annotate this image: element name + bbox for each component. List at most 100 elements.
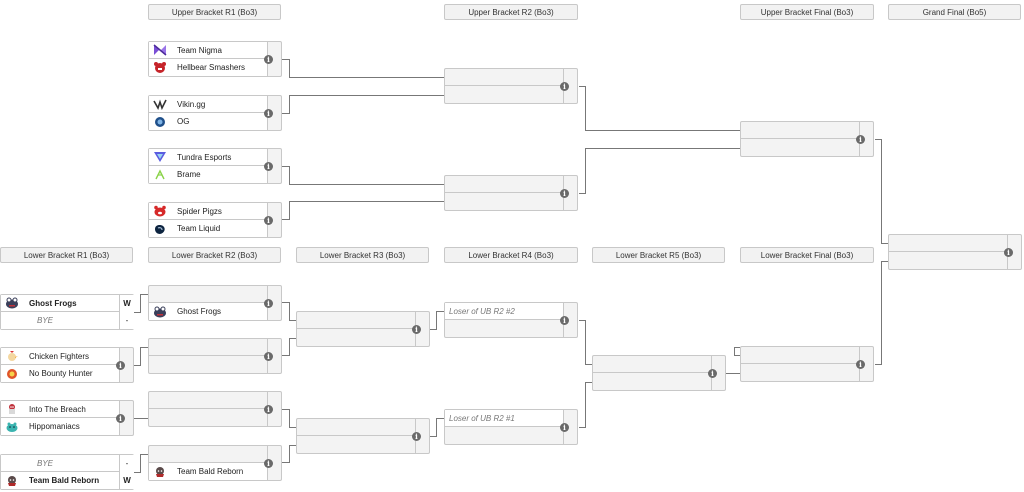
match-info-icon[interactable]: i [412, 325, 421, 334]
team-slot[interactable] [445, 320, 563, 337]
match-info-icon[interactable]: i [264, 459, 273, 468]
match-info-icon[interactable]: i [708, 369, 717, 378]
match-lb-r5[interactable]: i [592, 355, 726, 391]
team-slot[interactable] [741, 364, 859, 381]
team-slot[interactable] [149, 392, 267, 409]
spider-pigzs-logo-icon [153, 205, 167, 217]
team-slot[interactable]: Team Bald Reborn [149, 463, 267, 480]
match-lb-r2-1[interactable]: Ghost Frogs i [148, 285, 282, 321]
match-lb-r1-1[interactable]: Ghost Frogs W BYE - [0, 294, 134, 330]
team-name: Spider Pigzs [177, 206, 222, 216]
match-info-icon[interactable]: i [264, 299, 273, 308]
team-slot[interactable]: Brame [149, 166, 267, 183]
match-lb-r4-2[interactable]: Loser of UB R2 #1 i [444, 409, 578, 445]
header-lb-final: Lower Bracket Final (Bo3) [740, 247, 874, 263]
team-slot[interactable]: No Bounty Hunter [1, 365, 119, 382]
match-info-icon[interactable]: i [1004, 248, 1013, 257]
team-slot[interactable]: Hippomaniacs [1, 418, 119, 435]
match-ub-r1-4[interactable]: Spider Pigzs Team Liquid i [148, 202, 282, 238]
match-lb-final[interactable]: i [740, 346, 874, 382]
match-lb-r1-3[interactable]: Into The Breach Hippomaniacs i [0, 400, 134, 436]
match-lb-r4-1[interactable]: Loser of UB R2 #2 i [444, 302, 578, 338]
match-lb-r3-1[interactable]: i [296, 311, 430, 347]
match-info-icon[interactable]: i [264, 55, 273, 64]
match-lb-r3-2[interactable]: i [296, 418, 430, 454]
team-name: Brame [177, 170, 201, 179]
match-info-icon[interactable]: i [560, 423, 569, 432]
team-slot[interactable]: Hellbear Smashers [149, 59, 267, 76]
team-slot[interactable]: Spider Pigzs [149, 203, 267, 220]
team-slot[interactable]: Loser of UB R2 #1 [445, 410, 563, 427]
team-slot[interactable] [149, 446, 267, 463]
match-ub-r2-1[interactable]: i [444, 68, 578, 104]
team-slot[interactable]: Loser of UB R2 #2 [445, 303, 563, 320]
team-slot[interactable] [593, 373, 711, 390]
team-name: Into The Breach [29, 404, 86, 414]
header-ub-final: Upper Bracket Final (Bo3) [740, 4, 874, 20]
team-slot[interactable]: Chicken Fighters [1, 348, 119, 365]
team-slot[interactable] [445, 427, 563, 444]
match-info-icon[interactable]: i [412, 432, 421, 441]
team-slot[interactable] [741, 139, 859, 156]
match-lb-r1-2[interactable]: Chicken Fighters No Bounty Hunter i [0, 347, 134, 383]
team-name: BYE [37, 458, 54, 468]
match-info-icon[interactable]: i [264, 405, 273, 414]
match-info-icon[interactable]: i [264, 352, 273, 361]
team-slot[interactable]: Ghost Frogs W [1, 294, 134, 312]
team-slot[interactable] [741, 347, 859, 364]
team-name: Ghost Frogs [177, 307, 222, 316]
team-slot[interactable] [297, 436, 415, 453]
team-slot[interactable] [149, 286, 267, 303]
team-slot[interactable] [741, 122, 859, 139]
match-info-icon[interactable]: i [856, 135, 865, 144]
match-ub-r1-3[interactable]: Tundra Esports Brame i [148, 148, 282, 184]
team-score: W [119, 294, 134, 312]
team-slot[interactable] [445, 86, 563, 103]
team-slot[interactable] [297, 329, 415, 346]
team-slot[interactable] [445, 176, 563, 193]
match-lb-r2-3[interactable]: i [148, 391, 282, 427]
match-ub-r2-2[interactable]: i [444, 175, 578, 211]
header-lb-r1: Lower Bracket R1 (Bo3) [0, 247, 133, 263]
team-slot[interactable]: OG [149, 113, 267, 130]
match-ub-r1-1[interactable]: Team Nigma Hellbear Smashers i [148, 41, 282, 77]
match-info-icon[interactable]: i [116, 361, 125, 370]
match-info-icon[interactable]: i [116, 414, 125, 423]
team-slot[interactable]: Tundra Esports [149, 149, 267, 166]
match-info-icon[interactable]: i [264, 216, 273, 225]
team-slot[interactable] [149, 356, 267, 373]
og-logo-icon [153, 116, 167, 128]
team-name: Hippomaniacs [29, 422, 80, 431]
match-info-icon[interactable]: i [264, 109, 273, 118]
match-lb-r1-4[interactable]: BYE - Team Bald Reborn W [0, 454, 134, 490]
match-info-icon[interactable]: i [560, 82, 569, 91]
team-slot[interactable]: Into The Breach [1, 401, 119, 418]
team-slot[interactable] [297, 312, 415, 329]
match-info-icon[interactable]: i [560, 316, 569, 325]
team-slot[interactable] [889, 252, 1007, 269]
match-info-icon[interactable]: i [856, 360, 865, 369]
team-slot[interactable]: Vikin.gg [149, 96, 267, 113]
team-slot[interactable]: BYE - [1, 454, 134, 472]
match-grand-final[interactable]: i [888, 234, 1022, 270]
team-slot[interactable] [445, 69, 563, 86]
team-slot[interactable]: Team Liquid [149, 220, 267, 237]
team-slot[interactable]: BYE - [1, 312, 134, 329]
match-info-icon[interactable]: i [264, 162, 273, 171]
team-slot[interactable] [889, 235, 1007, 252]
match-info-icon[interactable]: i [560, 189, 569, 198]
hippomaniacs-logo-icon [5, 421, 19, 433]
match-lb-r2-4[interactable]: Team Bald Reborn i [148, 445, 282, 481]
team-slot[interactable] [445, 193, 563, 210]
match-ub-final[interactable]: i [740, 121, 874, 157]
team-slot[interactable] [297, 419, 415, 436]
team-slot[interactable]: Ghost Frogs [149, 303, 267, 320]
team-slot[interactable]: Team Bald Reborn W [1, 472, 134, 489]
team-slot[interactable]: Team Nigma [149, 42, 267, 59]
team-slot[interactable] [593, 356, 711, 373]
brame-logo-icon [153, 168, 167, 181]
team-slot[interactable] [149, 409, 267, 426]
match-lb-r2-2[interactable]: i [148, 338, 282, 374]
team-slot[interactable] [149, 339, 267, 356]
match-ub-r1-2[interactable]: Vikin.gg OG i [148, 95, 282, 131]
